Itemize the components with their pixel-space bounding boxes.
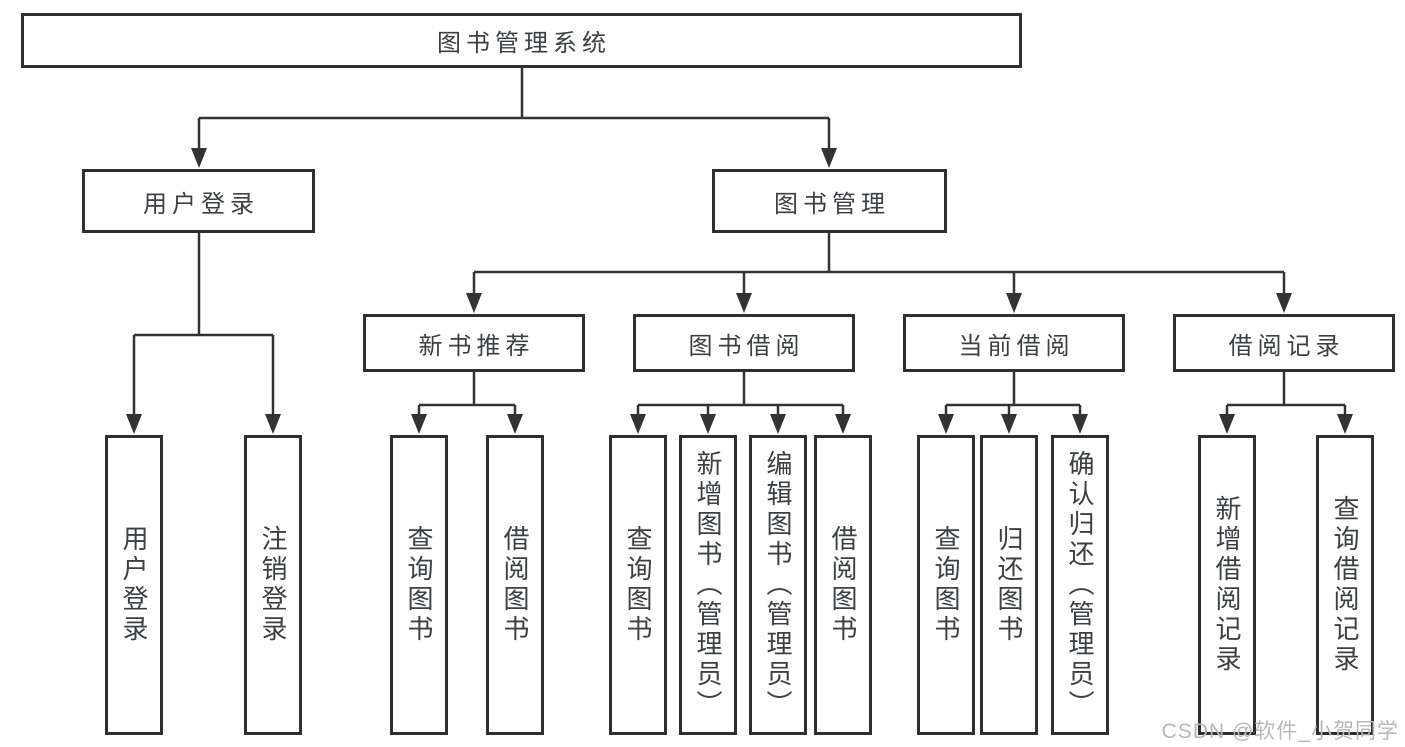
node-book-management: 图书管理: [712, 169, 947, 233]
node-label: 查询图书: [931, 525, 961, 645]
node-label: 注销登录: [258, 525, 288, 645]
node-library-management-system: 图书管理系统: [21, 13, 1022, 68]
node-leaf-query-books-borrowing: 查询图书: [609, 435, 667, 735]
node-user-login: 用户登录: [82, 169, 315, 233]
node-label: 编辑图书（管理员）: [763, 450, 793, 720]
node-leaf-borrow-books: 借阅图书: [814, 435, 872, 735]
node-label: 新增图书（管理员）: [693, 450, 723, 720]
csdn-watermark: CSDN @软件_小贺同学: [1161, 720, 1399, 743]
node-label: 查询图书: [623, 525, 653, 645]
node-book-borrowing: 图书借阅: [633, 314, 855, 372]
node-leaf-query-borrow-record: 查询借阅记录: [1316, 435, 1374, 735]
node-leaf-query-books-current: 查询图书: [917, 435, 975, 735]
node-label: 借阅图书: [828, 525, 858, 645]
node-leaf-borrow-books-recommend: 借阅图书: [486, 435, 544, 735]
node-leaf-return-books: 归还图书: [980, 435, 1038, 735]
node-leaf-add-books-admin: 新增图书（管理员）: [679, 435, 737, 735]
node-leaf-edit-books-admin: 编辑图书（管理员）: [749, 435, 807, 735]
node-label: 归还图书: [994, 525, 1024, 645]
node-label: 图书借阅: [688, 332, 805, 360]
node-leaf-user-login: 用户登录: [105, 435, 163, 735]
node-label: 查询借阅记录: [1330, 495, 1360, 675]
node-leaf-add-borrow-record: 新增借阅记录: [1198, 435, 1256, 735]
node-label: 用户登录: [143, 190, 259, 218]
node-new-book-recommendation: 新书推荐: [363, 314, 585, 372]
node-leaf-confirm-return-admin: 确认归还（管理员）: [1051, 435, 1109, 735]
node-label: 新书推荐: [418, 332, 535, 360]
node-label: 借阅记录: [1228, 332, 1345, 360]
node-label: 用户登录: [119, 525, 149, 645]
node-label: 查询图书: [404, 525, 434, 645]
node-current-borrowing: 当前借阅: [903, 314, 1125, 372]
node-borrowing-records: 借阅记录: [1173, 314, 1395, 372]
node-label: 借阅图书: [500, 525, 530, 645]
node-label: 当前借阅: [958, 332, 1075, 360]
node-label: 确认归还（管理员）: [1065, 450, 1095, 720]
node-label: 图书管理系统: [437, 30, 611, 57]
node-leaf-query-books-recommend: 查询图书: [390, 435, 448, 735]
node-label: 新增借阅记录: [1212, 495, 1242, 675]
node-label: 图书管理: [774, 190, 890, 218]
node-leaf-logout: 注销登录: [244, 435, 302, 735]
